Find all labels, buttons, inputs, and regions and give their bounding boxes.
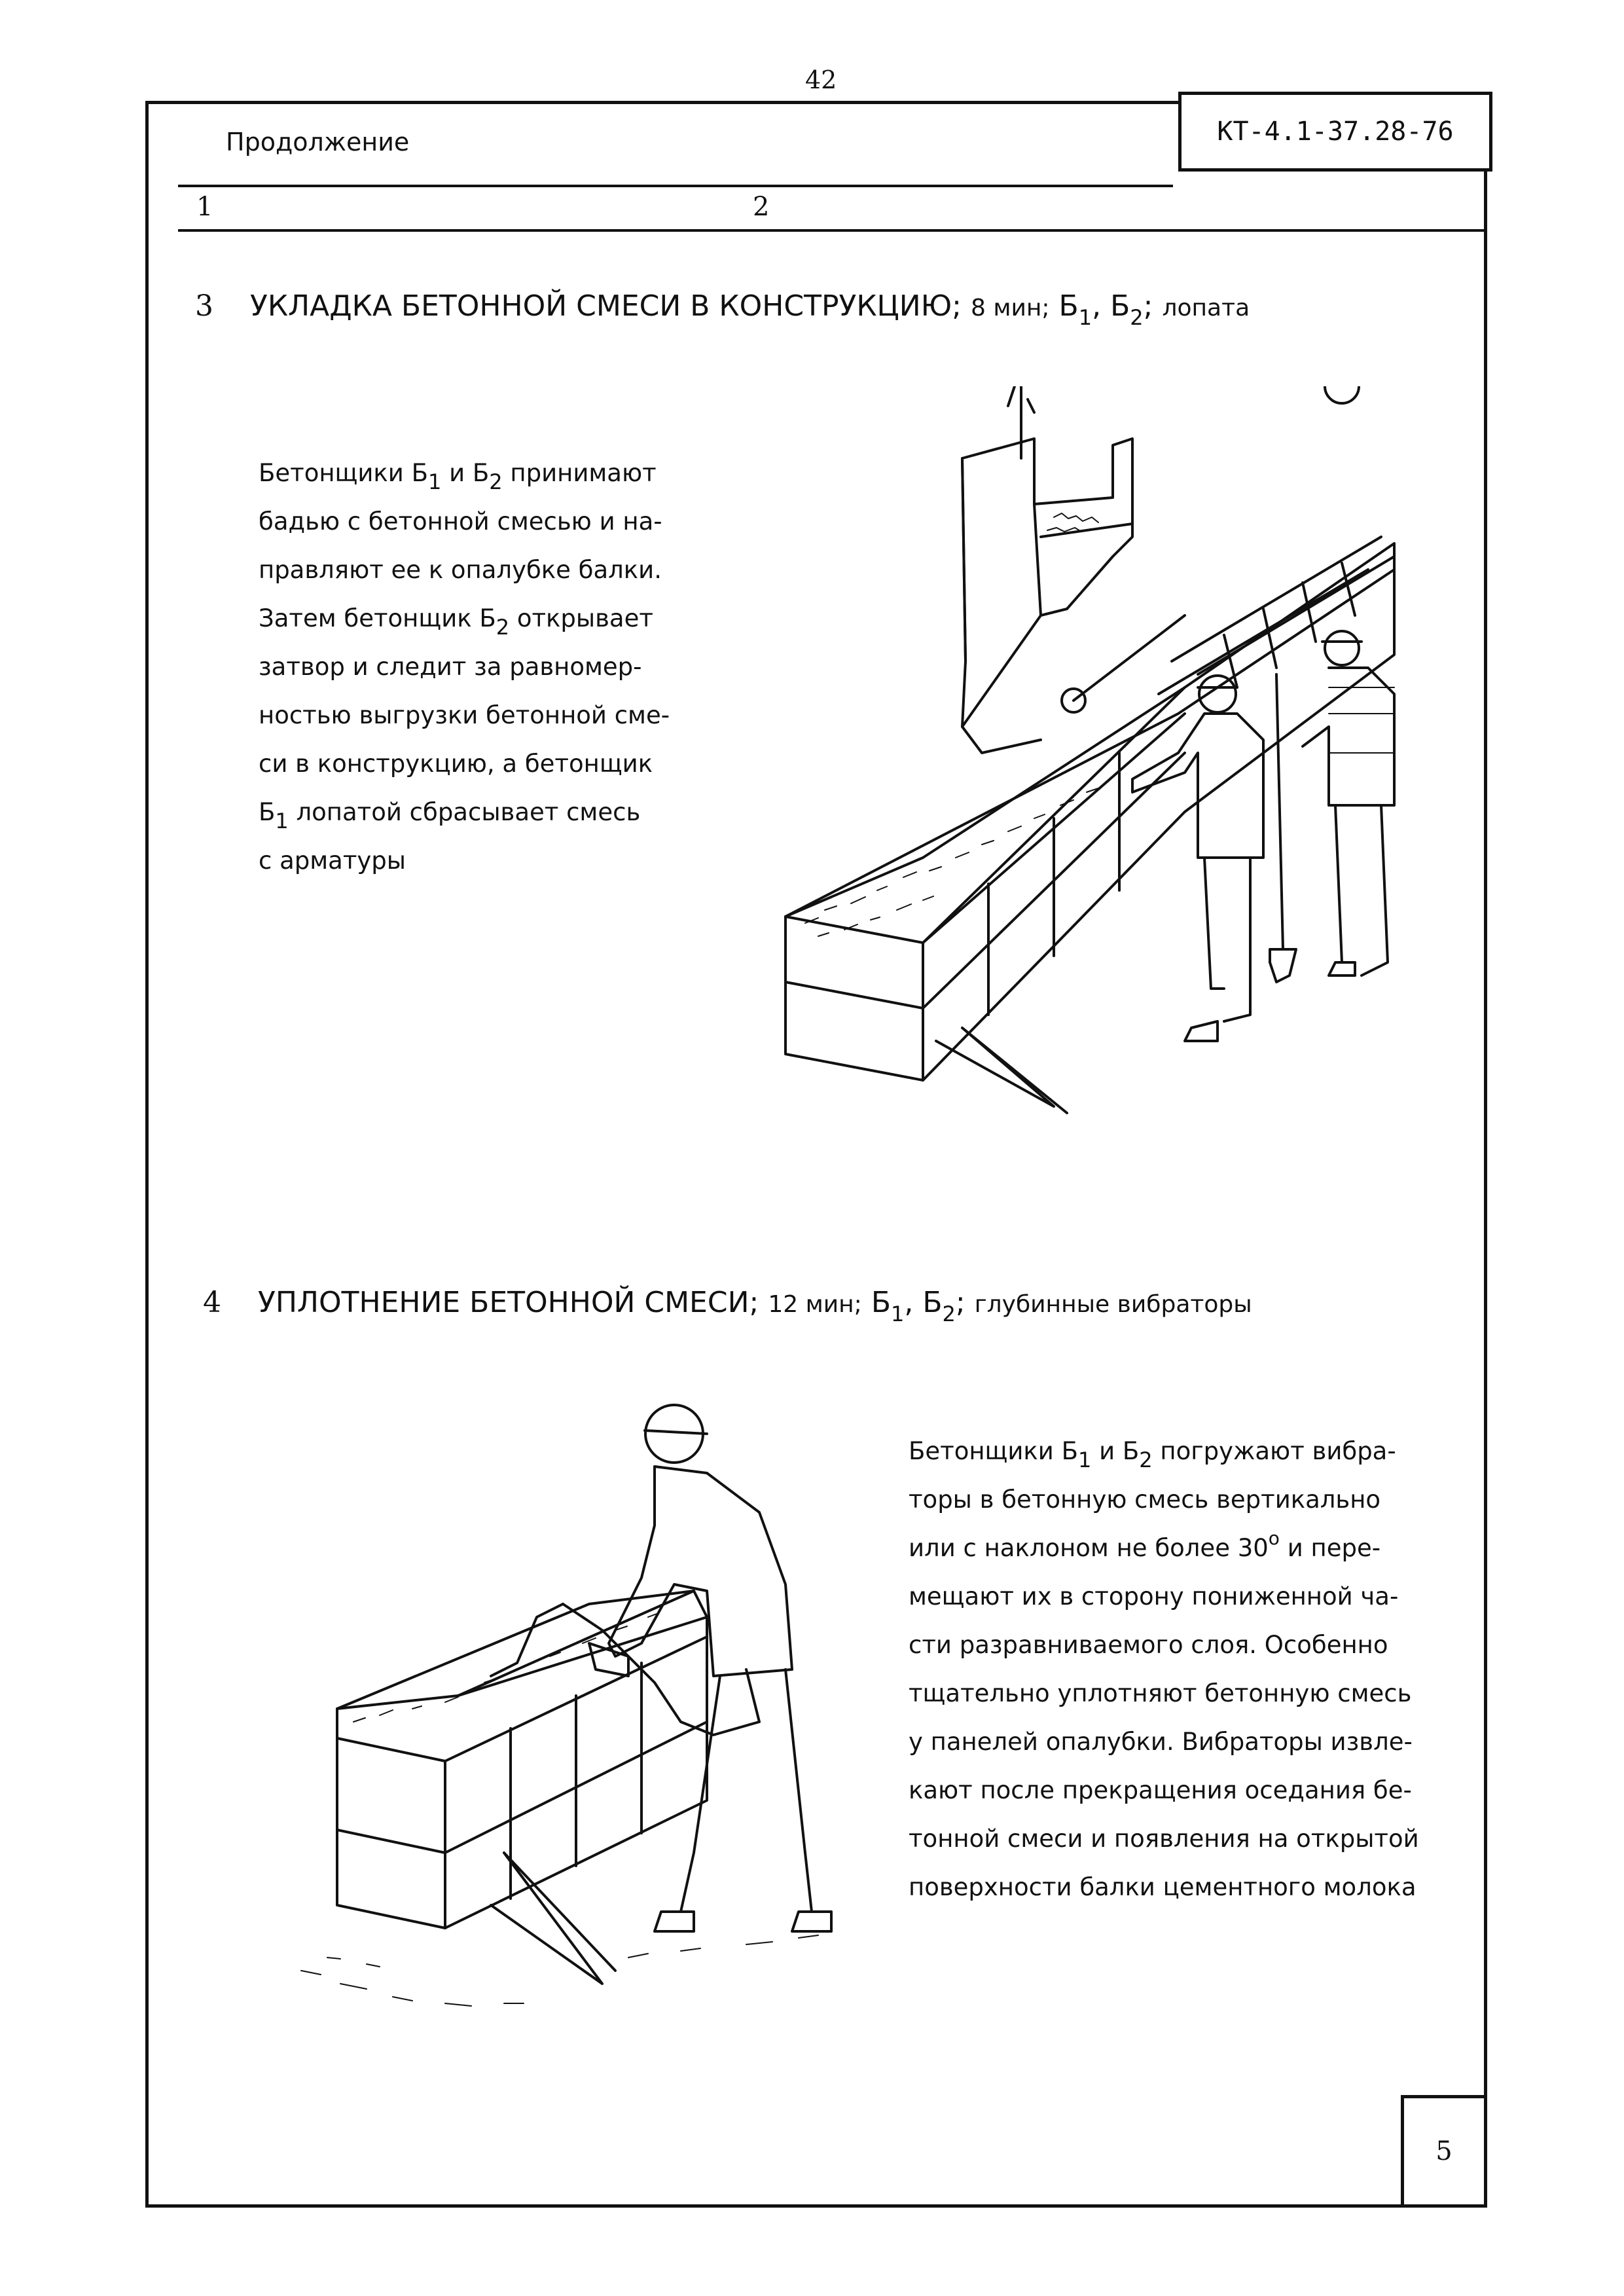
text-line: и Б bbox=[441, 459, 490, 487]
subscript: 1 bbox=[1077, 1448, 1092, 1472]
text-line: сти разравниваемого слоя. Особенно bbox=[909, 1631, 1388, 1659]
text-line: тонной смеси и появления на открытой bbox=[909, 1825, 1419, 1853]
concrete-placing-illustration bbox=[784, 386, 1396, 1114]
worker-sub-1: 1 bbox=[1078, 305, 1092, 330]
text-line: торы в бетонную смесь вертикально bbox=[909, 1485, 1381, 1514]
text-line: с арматуры bbox=[259, 847, 406, 875]
comma: , bbox=[1092, 289, 1102, 323]
operation-4-heading: 4 УПЛОТНЕНИЕ БЕТОННОЙ СМЕСИ; 12 мин; Б1,… bbox=[203, 1286, 1252, 1326]
column-number-1: 1 bbox=[196, 192, 213, 222]
text-line: си в конструкцию, а бетонщик bbox=[259, 750, 653, 778]
text-line: открывает bbox=[509, 604, 653, 632]
worker-sub-2: 2 bbox=[942, 1302, 956, 1326]
text-line: ностью выгрузки бетонной сме- bbox=[259, 701, 670, 729]
vibrating-compaction-illustration bbox=[300, 1404, 833, 2007]
operation-3-description: Бетонщики Б1 и Б2 принимают бадью с бето… bbox=[259, 449, 670, 885]
operation-4-number: 4 bbox=[203, 1286, 221, 1319]
text-line: мещают их в сторону пониженной ча- bbox=[909, 1582, 1399, 1611]
worker-b-letter: Б bbox=[1058, 289, 1079, 323]
semicolon: ; bbox=[1143, 289, 1153, 323]
text-line: принимают bbox=[502, 459, 657, 487]
text-line: Бетонщики Б bbox=[909, 1437, 1078, 1465]
operation-3-heading: 3 УКЛАДКА БЕТОННОЙ СМЕСИ В КОНСТРУКЦИЮ; … bbox=[195, 289, 1250, 330]
operation-3-number: 3 bbox=[195, 289, 213, 323]
text-line: Затем бетонщик Б bbox=[259, 604, 496, 632]
worker-b-letter: Б bbox=[1110, 289, 1130, 323]
text-line: кают после прекращения оседания бе- bbox=[909, 1776, 1412, 1804]
text-line: и Б bbox=[1091, 1437, 1140, 1465]
operation-4-title: УПЛОТНЕНИЕ БЕТОННОЙ СМЕСИ; bbox=[258, 1286, 759, 1319]
text-line: правляют ее к опалубке балки. bbox=[259, 556, 662, 584]
subscript: 2 bbox=[1139, 1448, 1153, 1472]
document-code: КТ-4.1-37.28-76 bbox=[1217, 117, 1454, 147]
sheet-number: 5 bbox=[1435, 2136, 1453, 2166]
document-code-box: КТ-4.1-37.28-76 bbox=[1178, 92, 1492, 172]
operation-3-time: 8 мин; bbox=[970, 295, 1050, 321]
subscript: 2 bbox=[496, 615, 510, 640]
text-line: погружают вибра- bbox=[1152, 1437, 1396, 1465]
column-number-2: 2 bbox=[753, 192, 770, 222]
worker-b-letter: Б bbox=[871, 1286, 891, 1319]
operation-4-tool: глубинные вибраторы bbox=[974, 1291, 1252, 1318]
header-rule-upper bbox=[178, 185, 1173, 187]
text-line: лопатой сбрасывает смесь bbox=[288, 798, 641, 826]
text-line: или с наклоном не более 30 bbox=[909, 1534, 1269, 1562]
operation-3-title: УКЛАДКА БЕТОННОЙ СМЕСИ В КОНСТРУКЦИЮ; bbox=[250, 289, 962, 323]
operation-4-description: Бетонщики Б1 и Б2 погружают вибра- торы … bbox=[909, 1427, 1419, 1912]
comma: , bbox=[904, 1286, 914, 1319]
worker-sub-1: 1 bbox=[891, 1302, 905, 1326]
subscript: 1 bbox=[275, 809, 289, 833]
header-rule-lower bbox=[178, 229, 1487, 232]
text-line: Б bbox=[259, 798, 276, 826]
text-line: тщательно уплотняют бетонную смесь bbox=[909, 1679, 1412, 1707]
sheet-number-box: 5 bbox=[1401, 2095, 1487, 2208]
page-frame bbox=[145, 101, 1487, 2208]
worker-sub-2: 2 bbox=[1130, 305, 1144, 330]
operation-4-time: 12 мин; bbox=[768, 1291, 862, 1318]
subscript: 1 bbox=[427, 469, 442, 494]
text-line: у панелей опалубки. Вибраторы извле- bbox=[909, 1728, 1413, 1756]
worker-b-letter: Б bbox=[922, 1286, 943, 1319]
text-line: поверхности балки цементного молока bbox=[909, 1873, 1416, 1901]
text-line: затвор и следит за равномер- bbox=[259, 653, 642, 681]
continued-label: Продолжение bbox=[226, 128, 410, 156]
text-line: Бетонщики Б bbox=[259, 459, 428, 487]
page-number: 42 bbox=[805, 65, 837, 94]
text-line: бадью с бетонной смесью и на- bbox=[259, 507, 662, 536]
superscript: о bbox=[1268, 1527, 1280, 1549]
semicolon: ; bbox=[955, 1286, 965, 1319]
operation-3-tool: лопата bbox=[1162, 295, 1250, 321]
text-line: и пере- bbox=[1279, 1534, 1381, 1562]
subscript: 2 bbox=[489, 469, 503, 494]
